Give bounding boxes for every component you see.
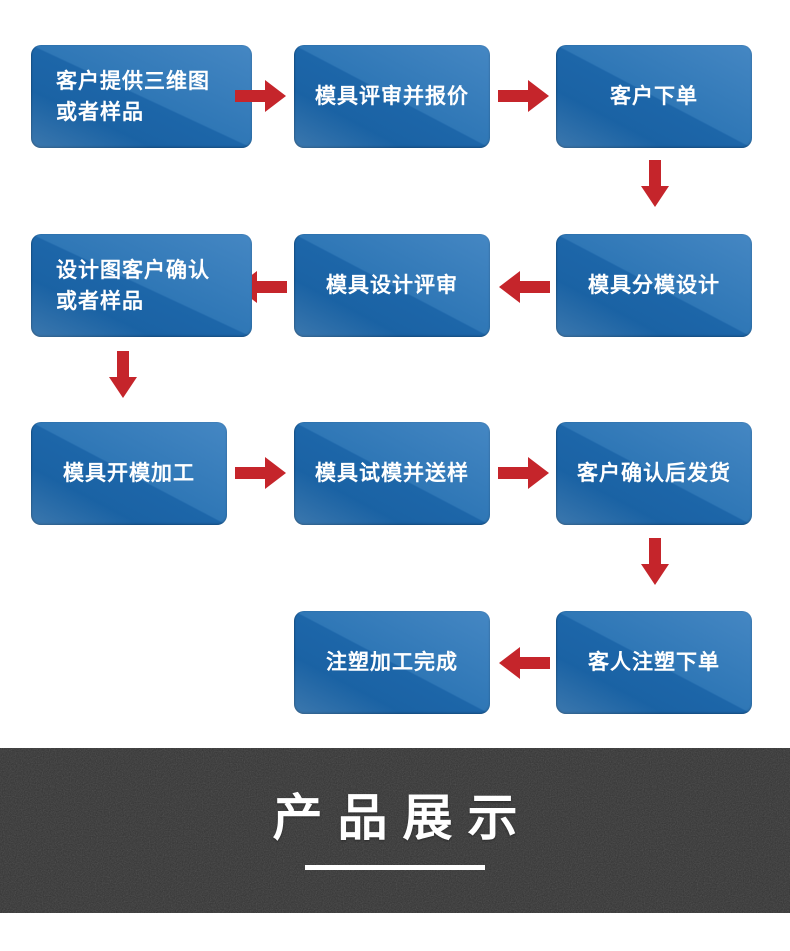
arrow-left-icon xyxy=(498,646,550,680)
step-label: 模具试模并送样 xyxy=(315,461,469,486)
step-label: 模具设计评审 xyxy=(326,273,458,298)
arrow-down-icon xyxy=(108,351,138,399)
step-mold-design-review: 模具设计评审 xyxy=(294,234,490,337)
banner-underline xyxy=(305,865,485,870)
arrow-down-icon xyxy=(640,160,670,208)
arrow-right-icon xyxy=(498,456,550,490)
step-customer-provide-drawing: 客户提供三维图 或者样品 xyxy=(31,45,252,148)
step-design-confirm: 设计图客户确认 或者样品 xyxy=(31,234,252,337)
arrow-right-icon xyxy=(235,456,287,490)
arrow-right-icon xyxy=(235,79,287,113)
step-label: 客户确认后发货 xyxy=(577,461,731,486)
arrow-down-icon xyxy=(640,538,670,586)
step-label: 模具开模加工 xyxy=(63,461,195,486)
step-mold-trial-sample: 模具试模并送样 xyxy=(294,422,490,525)
step-label: 客户提供三维图 或者样品 xyxy=(56,69,210,124)
step-label: 客人注塑下单 xyxy=(588,650,720,675)
step-mold-parting-design: 模具分模设计 xyxy=(556,234,752,337)
step-label: 模具评审并报价 xyxy=(315,84,469,109)
step-customer-injection-order: 客人注塑下单 xyxy=(556,611,752,714)
banner-title: 产品展示 xyxy=(272,789,533,847)
step-label: 客户下单 xyxy=(610,84,698,109)
step-label: 设计图客户确认 或者样品 xyxy=(56,258,210,313)
step-mold-review-quote: 模具评审并报价 xyxy=(294,45,490,148)
step-mold-machining: 模具开模加工 xyxy=(31,422,227,525)
step-label: 模具分模设计 xyxy=(588,273,720,298)
arrow-left-icon xyxy=(498,270,550,304)
step-customer-order: 客户下单 xyxy=(556,45,752,148)
product-display-banner: 产品展示 xyxy=(0,748,790,913)
step-injection-complete: 注塑加工完成 xyxy=(294,611,490,714)
step-label: 注塑加工完成 xyxy=(326,650,458,675)
arrow-right-icon xyxy=(498,79,550,113)
step-ship-after-confirm: 客户确认后发货 xyxy=(556,422,752,525)
